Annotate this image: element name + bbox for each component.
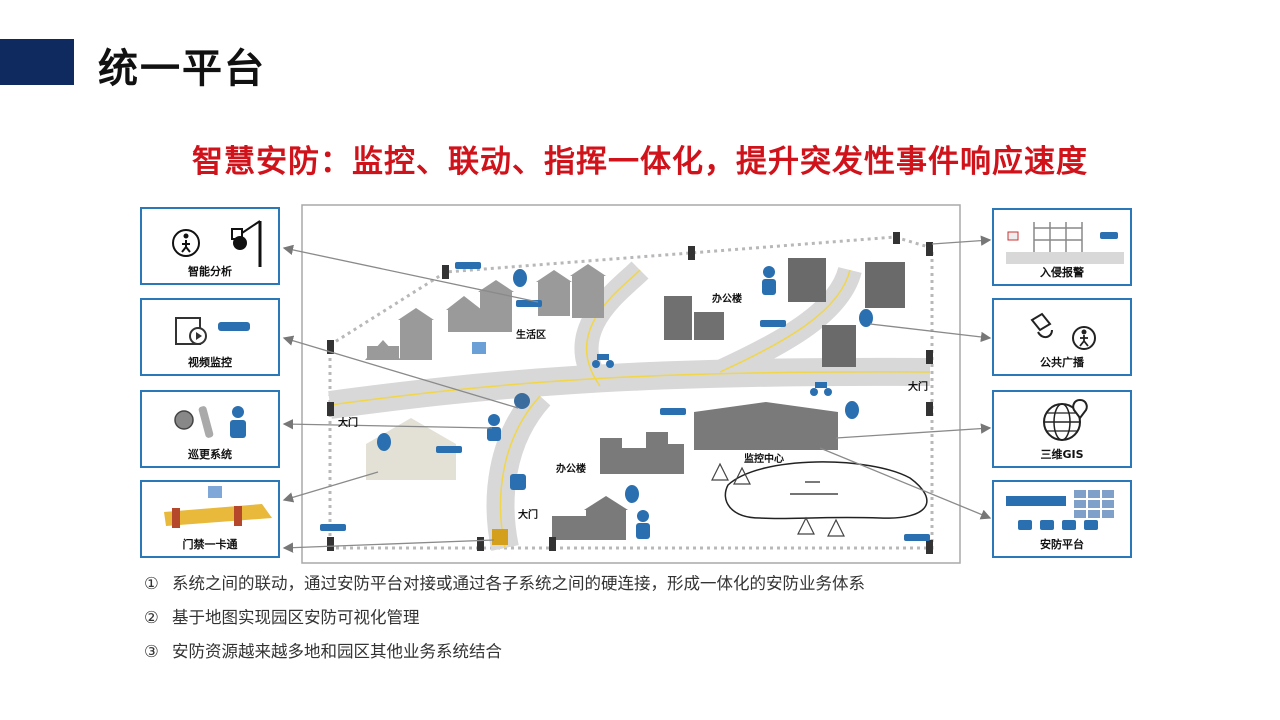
label-office-2: 办公楼 [556, 462, 586, 475]
system-box-3d-gis[interactable]: 三维GIS [992, 390, 1132, 468]
living-area-buildings [365, 264, 606, 360]
box-label-public-broadcast: 公共广播 [1040, 356, 1084, 369]
label-gate-right: 大门 [908, 380, 928, 393]
label-monitor-center: 监控中心 [744, 452, 784, 465]
barrier-gate-card-reader-icon [164, 486, 272, 528]
patrol-vehicles [510, 354, 832, 490]
system-box-access-control[interactable]: 门禁一卡通 [140, 480, 280, 558]
small-office-building [552, 496, 628, 540]
system-box-intrusion-alarm[interactable]: 入侵报警 [992, 208, 1132, 286]
note-number: ① [144, 574, 159, 593]
patrol-button-guard-icon [174, 406, 246, 438]
film-cctv-camera-icon [175, 317, 250, 345]
note-text: 系统之间的联动，通过安防平台对接或通过各子系统之间的硬连接，形成一体化的安防业务… [172, 574, 865, 593]
label-gate-left: 大门 [338, 416, 358, 429]
office-building-1 [664, 296, 724, 340]
perimeter-fence [328, 235, 934, 550]
box-label-3d-gis: 三维GIS [1040, 448, 1084, 461]
fence-alarm-camera-icon [1006, 222, 1124, 264]
label-gate-bottom: 大门 [518, 508, 538, 521]
note-item: ③ 安防资源越来越多地和园区其他业务系统结合 [144, 640, 865, 674]
lake-outline [724, 461, 928, 520]
note-number: ③ [144, 642, 159, 661]
dome-camera [514, 393, 530, 409]
box-label-intelligent-analysis: 智能分析 [188, 265, 232, 278]
security-guards [487, 266, 776, 539]
person-pedestrian-dome-camera-icon [172, 220, 262, 267]
note-text: 基于地图实现园区安防可视化管理 [172, 608, 420, 627]
box-label-intrusion-alarm: 入侵报警 [1040, 266, 1084, 279]
tall-buildings [788, 258, 905, 367]
note-text: 安防资源越来越多地和园区其他业务系统结合 [172, 642, 502, 661]
note-item: ② 基于地图实现园区安防可视化管理 [144, 606, 865, 640]
video-wall-devices-icon [1006, 490, 1114, 530]
monitor-center-building [694, 402, 838, 450]
label-office-1: 办公楼 [712, 292, 742, 305]
note-number: ② [144, 608, 159, 627]
lake-ripples [790, 481, 838, 495]
gate-barrier [492, 529, 508, 545]
trees [711, 462, 845, 537]
box-label-video-surveillance: 视频监控 [188, 356, 232, 369]
connector-lines [282, 235, 992, 553]
system-box-video-surveillance[interactable]: 视频监控 [140, 298, 280, 376]
box-label-access-control: 门禁一卡通 [182, 538, 238, 551]
cctv-cameras [320, 262, 930, 541]
box-label-security-platform: 安防平台 [1040, 538, 1084, 551]
globe-location-pin-icon [1043, 398, 1088, 441]
system-box-public-broadcast[interactable]: 公共广播 [992, 298, 1132, 376]
system-box-security-platform[interactable]: 安防平台 [992, 480, 1132, 558]
headline: 智慧安防：监控、联动、指挥一体化，提升突发性事件响应速度 [192, 144, 1088, 180]
system-box-patrol[interactable]: 巡更系统 [140, 390, 280, 468]
note-item: ① 系统之间的联动，通过安防平台对接或通过各子系统之间的硬连接，形成一体化的安防… [144, 572, 865, 606]
label-living-area: 生活区 [516, 328, 546, 341]
title-accent-bar [0, 39, 74, 85]
page-title: 统一平台 [98, 46, 266, 92]
card-reader [472, 342, 486, 354]
notes-list: ① 系统之间的联动，通过安防平台对接或通过各子系统之间的硬连接，形成一体化的安防… [144, 572, 865, 674]
speakers [377, 269, 873, 503]
office-building-2 [600, 432, 684, 474]
speaker-person-icon [1030, 312, 1096, 350]
system-box-intelligent-analysis[interactable]: 智能分析 [140, 207, 280, 285]
gate-pillars [327, 232, 933, 554]
box-label-patrol: 巡更系统 [188, 448, 232, 461]
